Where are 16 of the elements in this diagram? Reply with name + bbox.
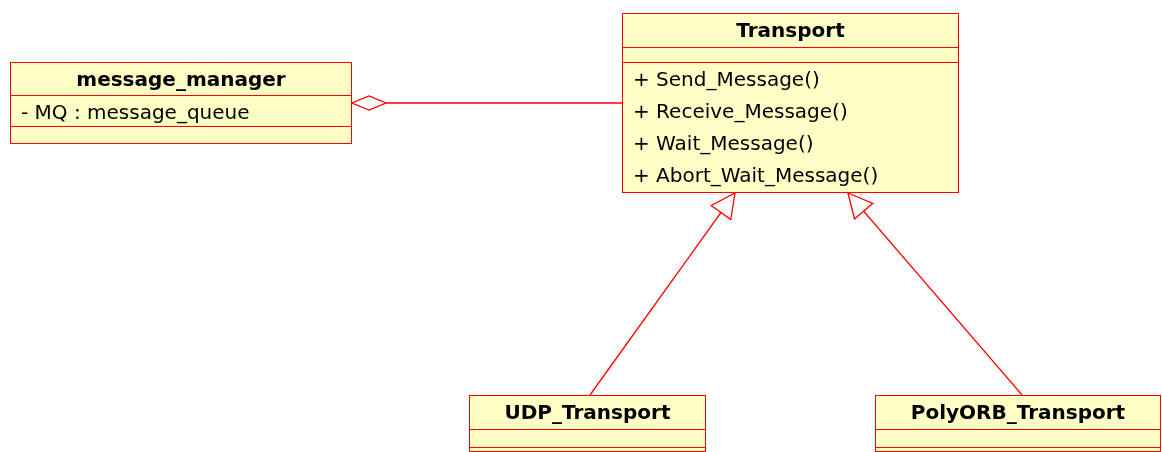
class-box [622,13,959,193]
method-text: + Wait_Message() [633,130,814,157]
aggregation-connector [351,95,623,111]
class-name: PolyORB_Transport [910,399,1126,426]
class-name: UDP_Transport [504,399,671,426]
method-text: + Abort_Wait_Message() [633,162,879,189]
class-name: message_manager [76,66,286,93]
method-text: + Receive_Message() [633,98,848,125]
generalization-arrow [847,192,1023,396]
method-text: + Send_Message() [633,66,820,93]
class-box [875,395,1161,452]
class-name: Transport [736,17,845,44]
attribute-text: - MQ : message_queue [21,99,250,126]
generalization-arrow [589,192,736,396]
class-box [10,62,352,144]
class-box [469,395,706,452]
